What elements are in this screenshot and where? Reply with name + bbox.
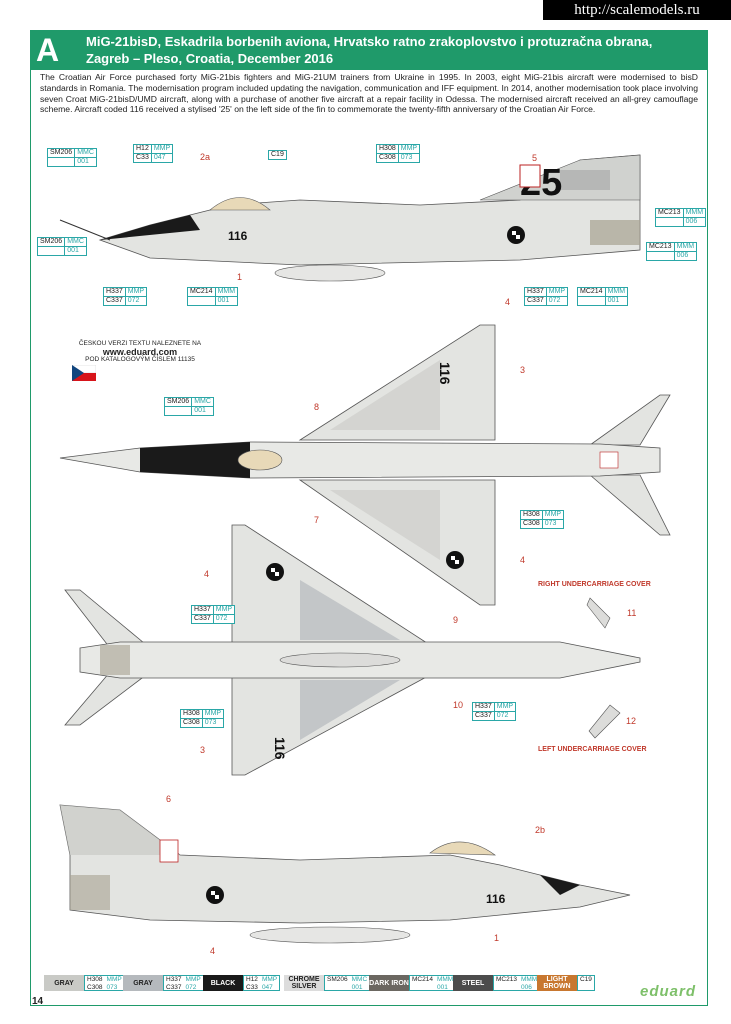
callout-3a: 3 <box>520 365 526 375</box>
title-line-2: Zagreb – Pleso, Croatia, December 2016 <box>86 51 334 66</box>
legend-light-brown: LIGHT BROWN C19 <box>537 975 595 991</box>
side-code-1: 116 <box>228 229 248 243</box>
swatch-gray-2: GRAY <box>123 975 163 991</box>
top-code: 116 <box>437 362 453 385</box>
callout-4d: 4 <box>210 946 216 956</box>
swatch-dark-iron: DARK IRON <box>369 975 409 991</box>
side-view-left: 25 116 <box>59 154 641 282</box>
czech-flag-icon <box>72 365 96 381</box>
bottom-view: 116 <box>64 524 641 776</box>
swatch-light-brown: LIGHT BROWN <box>537 975 577 991</box>
callout-12: 12 <box>626 716 637 726</box>
watermark: http://scalemodels.ru <box>543 0 731 20</box>
page-number: 14 <box>32 996 44 1007</box>
callout-2b: 2b <box>535 825 546 835</box>
callout-4c: 4 <box>204 569 210 579</box>
callout-6: 6 <box>166 794 172 804</box>
callout-2a: 2a <box>200 152 211 162</box>
czech-url: www.eduard.com <box>102 347 178 357</box>
top-view: 116 <box>59 324 671 606</box>
callout-4a: 4 <box>505 297 511 307</box>
callout-11: 11 <box>627 608 637 618</box>
left-cover-part <box>588 704 621 739</box>
swatch-steel: STEEL <box>453 975 493 991</box>
left-cover-label: LEFT UNDERCARRIAGE COVER <box>538 746 647 753</box>
codes-light-brown: C19 <box>577 975 595 991</box>
callout-7: 7 <box>314 515 320 525</box>
profile-letter: A <box>36 32 60 68</box>
callout-1b: 1 <box>494 933 500 943</box>
callout-5: 5 <box>532 153 538 163</box>
czech-note: ČESKOU VERZI TEXTU NALEZNETE NA www.edua… <box>70 340 210 364</box>
callout-4b: 4 <box>520 555 526 565</box>
swatch-black: BLACK <box>203 975 243 991</box>
title-line-1: MiG-21bisD, Eskadrila borbenih aviona, H… <box>86 34 653 49</box>
callout-8: 8 <box>314 402 320 412</box>
czech-line-2: POD KATALOGOVÝM ČÍSLEM 11135 <box>85 356 195 363</box>
description: The Croatian Air Force purchased forty M… <box>40 72 698 115</box>
callout-1a: 1 <box>237 272 243 282</box>
callout-9: 9 <box>453 615 459 625</box>
callout-3b: 3 <box>200 745 206 755</box>
bottom-code: 116 <box>272 737 288 760</box>
czech-line-1: ČESKOU VERZI TEXTU NALEZNETE NA <box>78 340 202 347</box>
side-view-right: 116 <box>59 804 631 944</box>
swatch-chrome: CHROME SILVER <box>284 975 324 991</box>
header-bar: A MiG-21bisD, Eskadrila borbenih aviona,… <box>30 30 707 70</box>
right-cover-part <box>586 597 611 629</box>
swatch-gray-1: GRAY <box>44 975 84 991</box>
callout-10: 10 <box>453 700 464 710</box>
side-code-2: 116 <box>486 892 506 906</box>
label-c19: C19 <box>268 150 287 160</box>
eduard-logo: eduard <box>640 983 697 1000</box>
right-cover-label: RIGHT UNDERCARRIAGE COVER <box>538 581 651 588</box>
